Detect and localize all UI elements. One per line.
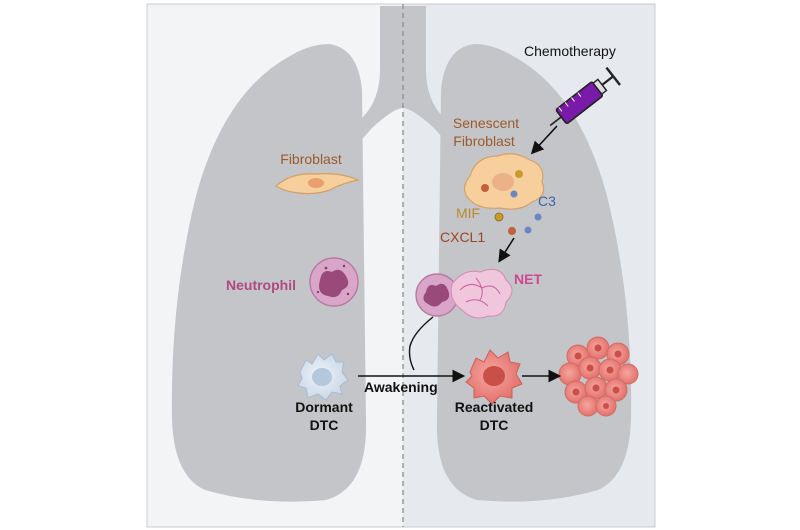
net-connector bbox=[408, 316, 434, 371]
awakening-label: Awakening bbox=[364, 379, 438, 395]
senescent-fibroblast-label-1: Senescent bbox=[453, 115, 519, 131]
cxcl1-factor bbox=[508, 227, 516, 235]
mif-factor bbox=[494, 212, 504, 222]
trachea bbox=[334, 6, 472, 160]
reactivated-dtc-label-1: Reactivated bbox=[455, 399, 534, 415]
panel-border bbox=[146, 3, 656, 528]
arrow-chemo-to-fibroblast bbox=[530, 125, 558, 155]
cxcl1-label: CXCL1 bbox=[440, 229, 485, 245]
reactivated-dtc-icon bbox=[465, 349, 523, 405]
senescent-fibroblast-icon bbox=[463, 153, 545, 210]
tumor-cluster-icon bbox=[558, 336, 639, 417]
fibroblast-icon bbox=[275, 173, 360, 195]
mif-label: MIF bbox=[456, 205, 480, 221]
dormant-dtc-label-2: DTC bbox=[310, 417, 339, 433]
c3-factor bbox=[524, 226, 532, 234]
neutrophil-label: Neutrophil bbox=[226, 277, 296, 293]
dormant-dtc-icon bbox=[297, 353, 349, 401]
neutrophil-icon bbox=[309, 257, 359, 307]
dormant-dtc-label-1: Dormant bbox=[295, 399, 353, 415]
arrow-factors-to-net bbox=[498, 237, 515, 263]
reactivated-dtc-label-2: DTC bbox=[480, 417, 509, 433]
c3-factor bbox=[534, 213, 542, 221]
net-label: NET bbox=[514, 271, 542, 287]
fibroblast-label: Fibroblast bbox=[280, 151, 342, 167]
chemotherapy-label: Chemotherapy bbox=[524, 43, 616, 59]
syringe-icon bbox=[549, 66, 621, 127]
net-neutrophil-icon bbox=[415, 268, 513, 319]
senescent-fibroblast-label-2: Fibroblast bbox=[453, 133, 515, 149]
c3-label: C3 bbox=[538, 193, 556, 209]
